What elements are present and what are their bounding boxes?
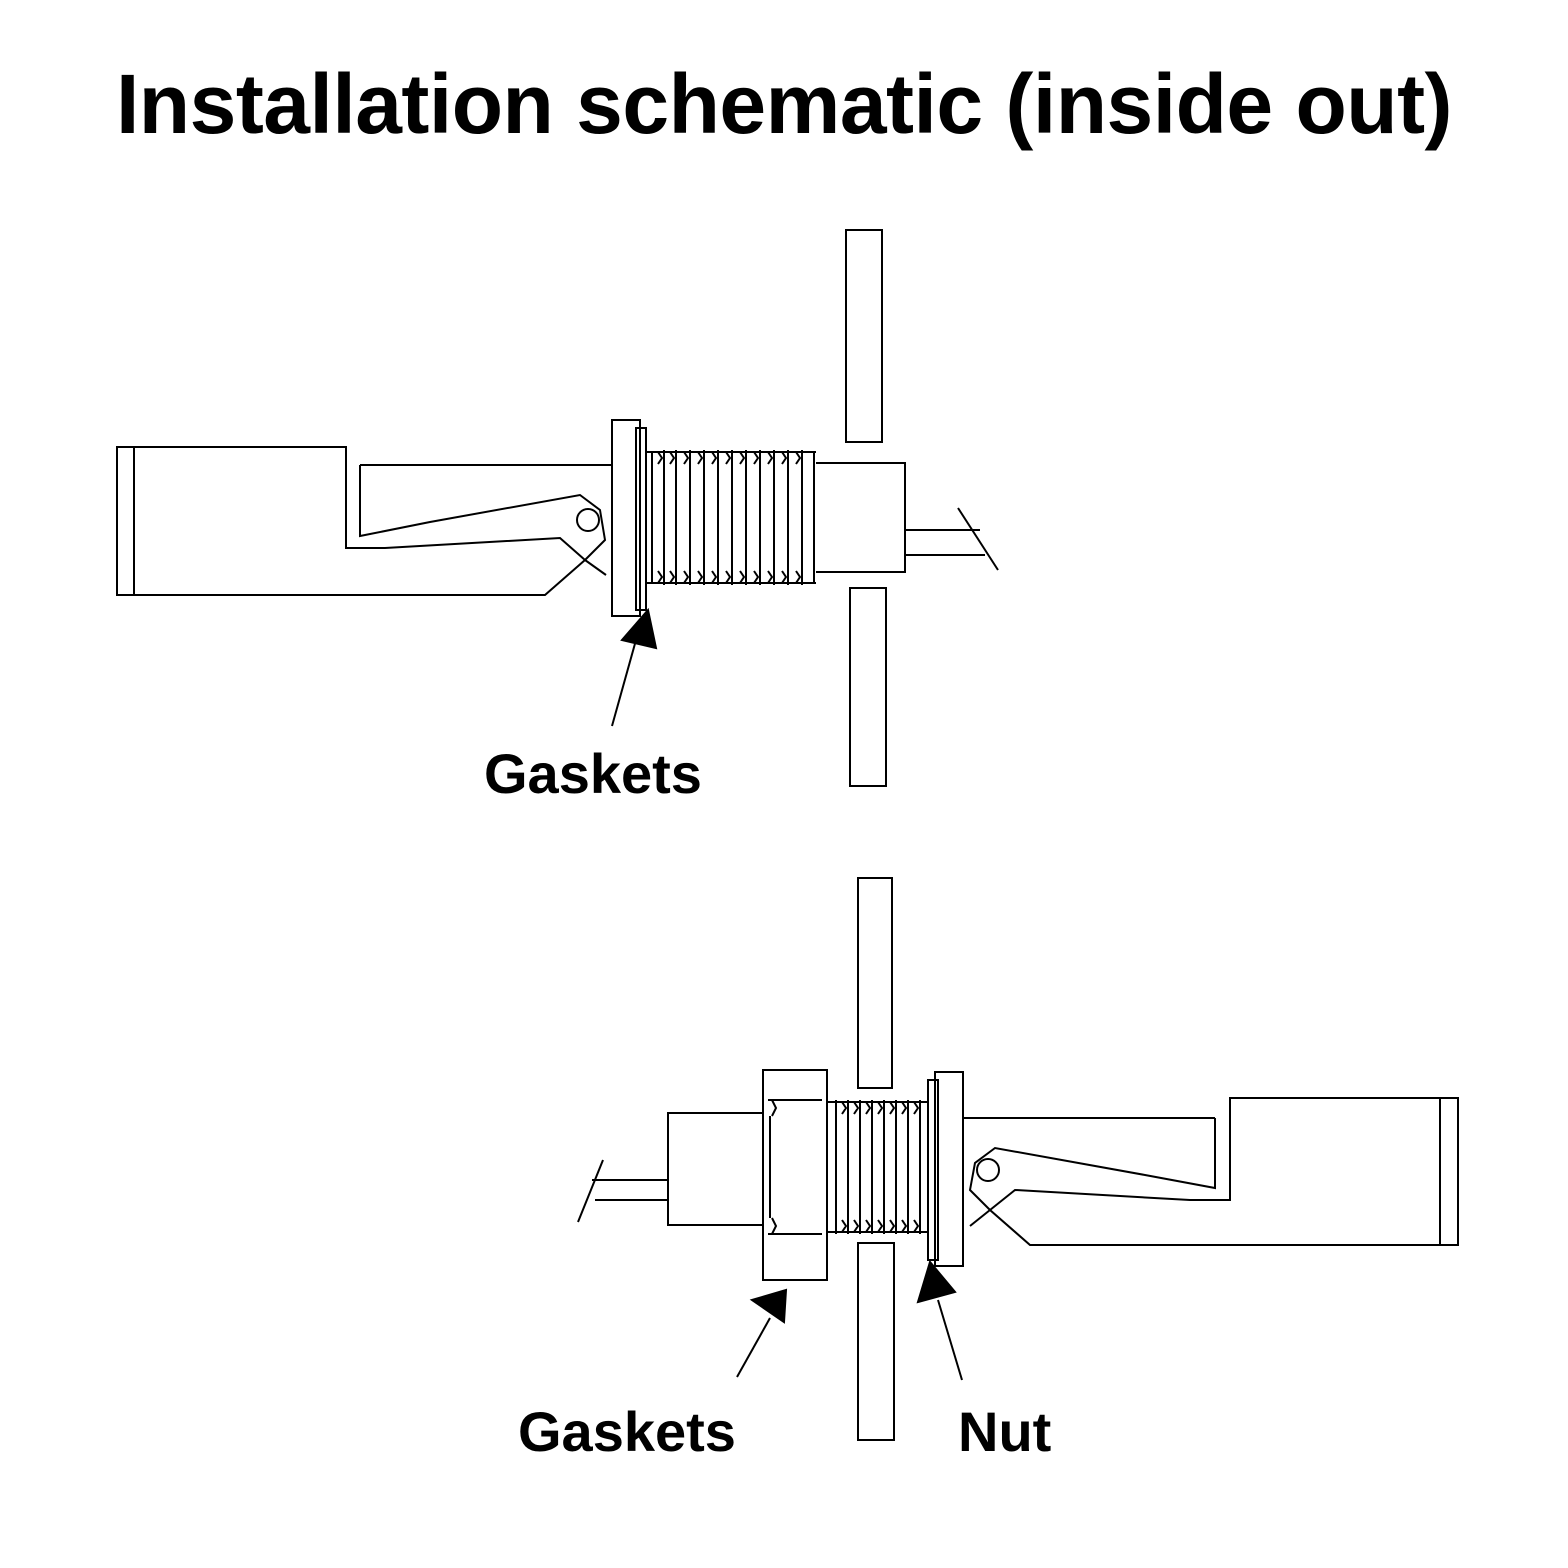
arrow-head: [622, 610, 656, 648]
mounting-flange: [935, 1072, 963, 1266]
tank-wall-upper: [846, 230, 882, 442]
threaded-stem: [646, 450, 816, 585]
nut-leader-line: [938, 1300, 962, 1380]
top-float-switch: [117, 230, 998, 786]
nut-label: Nut: [958, 1400, 1052, 1463]
gasket-label-top: Gaskets: [484, 742, 702, 805]
stem-body: [668, 1113, 763, 1225]
float-body: [117, 447, 585, 595]
page-title: Installation schematic (inside out): [115, 57, 1453, 151]
gasket-leader-line: [612, 640, 636, 726]
float-arm: [963, 1118, 1215, 1210]
threaded-stem: [828, 1100, 928, 1234]
pivot-pin: [577, 509, 599, 531]
pivot-pin: [977, 1159, 999, 1181]
float-body: [990, 1098, 1458, 1245]
cable: [905, 508, 998, 570]
stem-body: [816, 463, 905, 572]
mounting-flange: [612, 420, 640, 616]
tank-wall-lower: [858, 1243, 894, 1440]
tank-wall-lower: [850, 588, 886, 786]
lock-nut: [763, 1070, 827, 1280]
arrow-head: [752, 1290, 786, 1322]
cable: [578, 1160, 668, 1222]
arrow-head: [918, 1262, 955, 1302]
gasket-leader-line: [737, 1318, 770, 1377]
float-arm: [360, 465, 612, 560]
gasket: [636, 428, 646, 610]
tank-wall-upper: [858, 878, 892, 1088]
gasket: [928, 1080, 938, 1260]
bottom-float-switch: [578, 878, 1458, 1440]
gasket-label-bottom: Gaskets: [518, 1400, 736, 1463]
